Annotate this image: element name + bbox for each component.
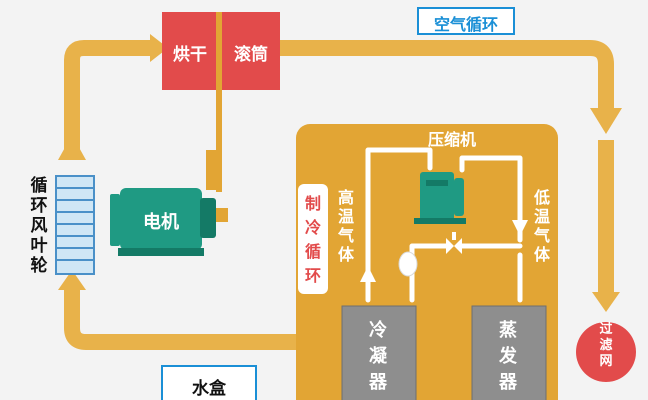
- drum-shaft: [216, 12, 222, 192]
- expansion-valve-icon: [446, 232, 462, 254]
- arrow-down-filter: [592, 292, 620, 312]
- refrigerant-pipes: [365, 147, 523, 303]
- drum-block: [220, 12, 280, 90]
- compressor-label: 压缩机: [427, 130, 476, 149]
- motor-label: 电机: [143, 212, 179, 233]
- accumulator-icon: [398, 251, 418, 277]
- pipe-arrows: [360, 220, 528, 282]
- filter-label: 过滤网: [599, 322, 613, 369]
- evaporator-block: [471, 305, 547, 400]
- air-flow-bottom: [64, 290, 300, 350]
- air-cycle-label: 空气循环: [433, 15, 498, 34]
- air-flow-top-left: [64, 40, 150, 155]
- flow-arrow-icon: [58, 34, 622, 312]
- evaporator-label: 蒸发器: [499, 320, 517, 393]
- refrigeration-label-box: [298, 184, 328, 294]
- filter-circle: [576, 322, 636, 382]
- water-box-frame: [161, 365, 257, 400]
- arrow-right-top: [150, 34, 168, 62]
- arrow-down-right: [590, 108, 622, 134]
- high-temp-gas-label: 高温气体: [337, 188, 354, 264]
- dryer-block: [162, 12, 218, 90]
- refrigeration-cycle-label: 制冷循环: [304, 194, 321, 285]
- circulation-fan-label: 循环风叶轮: [30, 176, 48, 276]
- drum-label: 滚筒: [234, 45, 268, 65]
- fan-grille-icon: [55, 175, 95, 275]
- air-cycle-label-box: [417, 7, 515, 35]
- water-box-label: 水盒: [192, 379, 226, 399]
- arrow-left-bottom: [58, 270, 86, 290]
- air-flow-path: [64, 40, 614, 350]
- compressor-icon: [414, 172, 466, 224]
- dryer-label: 烘干: [173, 45, 207, 65]
- condenser-block: [341, 305, 417, 400]
- motor-icon: [110, 188, 228, 256]
- air-flow-top-right: [280, 40, 614, 108]
- low-temp-gas-label: 低温气体: [533, 188, 550, 264]
- arrow-up-left: [58, 135, 86, 160]
- shaft-bracket: [206, 150, 220, 190]
- condenser-label: 冷凝器: [369, 320, 387, 393]
